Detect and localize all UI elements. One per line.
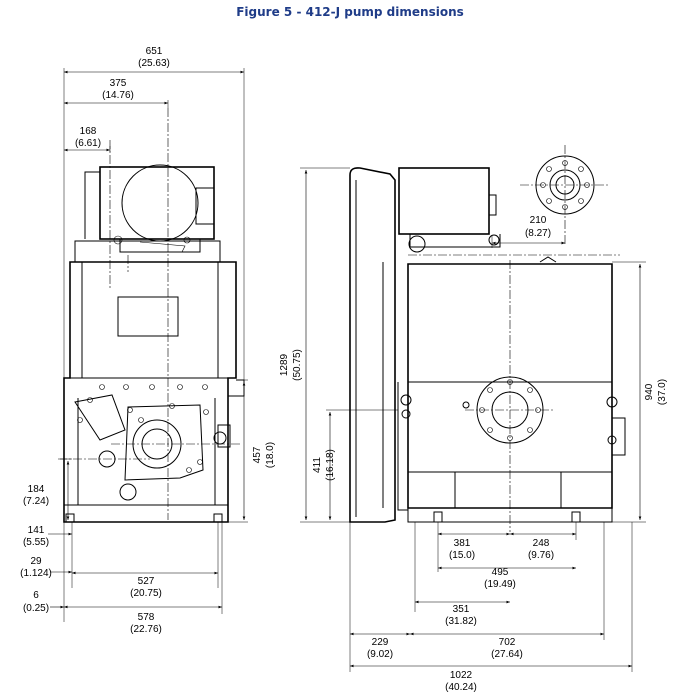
dim-29-mm: 29: [30, 556, 42, 567]
dim-184-in: (7.24): [23, 496, 49, 507]
dim-457-in: (18.0): [265, 442, 276, 468]
dim-381-in: (15.0): [449, 550, 475, 561]
dim-1289-mm: 1289: [279, 353, 290, 376]
pump-body-side: [397, 256, 626, 523]
dim-411-in: (16.18): [325, 449, 336, 481]
dim-495-in: (19.49): [484, 579, 516, 590]
dim-210-mm: 210: [530, 215, 547, 226]
dim-248-in: (9.76): [528, 550, 554, 561]
dim-375-in: (14.76): [102, 90, 134, 101]
dim-651-mm: 651: [146, 46, 163, 57]
dim-168-in: (6.61): [75, 138, 101, 149]
dim-495-mm: 495: [492, 567, 509, 578]
dim-210-in: (8.27): [525, 228, 551, 239]
motor-front: [84, 164, 215, 253]
bolt-circle: [77, 384, 209, 473]
dim-6-in: (0.25): [23, 603, 49, 614]
dim-381-mm: 381: [454, 538, 471, 549]
inlet-flange: [520, 145, 610, 244]
belt-guard-side: [349, 167, 396, 523]
dimensions-front: [48, 68, 248, 622]
dim-29-in: (1.124): [20, 568, 52, 579]
dim-1022-in: (40.24): [445, 682, 477, 693]
outlet-flange-side: [408, 254, 620, 532]
dim-248-mm: 248: [533, 538, 550, 549]
dim-527-mm: 527: [138, 576, 155, 587]
figure-title: Figure 5 - 412-J pump dimensions: [236, 5, 464, 19]
dim-6-mm: 6: [33, 590, 39, 601]
dim-702-mm: 702: [499, 637, 516, 648]
dim-578-in: (22.76): [130, 624, 162, 635]
dimension-labels: 651 (25.63) 375 (14.76) 168 (6.61) 457 (…: [20, 46, 668, 693]
dimensions-side: [300, 167, 646, 672]
dim-527-in: (20.75): [130, 588, 162, 599]
dim-351-mm: 351: [453, 604, 470, 615]
motor-side: [398, 167, 501, 253]
front-view: [58, 108, 245, 523]
dim-940-in: (37.0): [657, 379, 668, 405]
dim-651-in: (25.63): [138, 58, 170, 69]
dim-578-mm: 578: [138, 612, 155, 623]
dim-168-mm: 168: [80, 126, 97, 137]
dim-184-mm: 184: [28, 484, 45, 495]
dim-940-mm: 940: [644, 383, 655, 400]
dim-229-mm: 229: [372, 637, 389, 648]
mechanism-front: [64, 384, 231, 523]
dim-229-in: (9.02): [367, 649, 393, 660]
dim-702-in: (27.64): [491, 649, 523, 660]
dim-457-mm: 457: [252, 446, 263, 463]
dim-375-mm: 375: [110, 78, 127, 89]
dim-141-in: (5.55): [23, 537, 49, 548]
side-view: [349, 145, 626, 532]
dim-141-mm: 141: [28, 525, 45, 536]
dim-1022-mm: 1022: [450, 670, 473, 681]
dim-351-in: (31.82): [445, 616, 477, 627]
upper-casing-front: [63, 240, 245, 523]
dim-411-mm: 411: [312, 457, 323, 473]
dim-1289-in: (50.75): [292, 349, 303, 381]
